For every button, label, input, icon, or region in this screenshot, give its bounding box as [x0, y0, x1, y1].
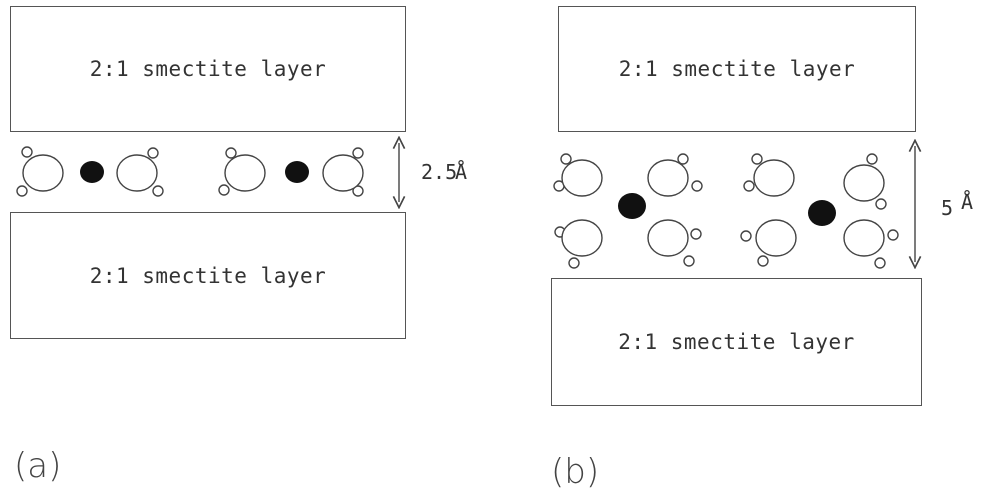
hydrogen-atom: [874, 257, 886, 269]
panel-a-top-smectite-layer: 2:1 smectite layer: [10, 6, 406, 132]
oxygen-atom: [224, 154, 266, 192]
panel-b-top-smectite-layer: 2:1 smectite layer: [558, 6, 916, 132]
hydrogen-atom: [352, 147, 364, 159]
hydrogen-atom: [568, 257, 580, 269]
oxygen-atom: [647, 159, 689, 197]
water-molecule: [116, 147, 164, 197]
hydrogen-atom: [866, 153, 878, 165]
oxygen-atom: [755, 219, 797, 257]
panel-b-bottom-smectite-layer: 2:1 smectite layer: [551, 278, 922, 406]
interlayer-cation: [285, 161, 309, 183]
panel-a-interlayer-molecules: [16, 146, 364, 197]
water-molecule: [843, 153, 887, 210]
hydrogen-atom: [21, 146, 33, 158]
panel-b-label: (b): [551, 452, 600, 492]
panel-a-bottom-smectite-layer: 2:1 smectite layer: [10, 212, 406, 339]
hydrogen-atom: [691, 180, 703, 192]
panel-b-spacing-value: 5: [941, 196, 954, 220]
interlayer-cation: [618, 193, 646, 219]
water-molecule: [647, 219, 702, 267]
oxygen-atom: [647, 219, 689, 257]
hydrogen-atom: [560, 153, 572, 165]
water-molecule: [843, 219, 899, 269]
hydrogen-atom: [743, 180, 755, 192]
interlayer-cation: [808, 200, 836, 226]
water-molecule: [740, 219, 797, 267]
oxygen-atom: [22, 154, 64, 192]
hydrogen-atom: [677, 153, 689, 165]
oxygen-atom: [561, 219, 603, 257]
hydrogen-atom: [147, 147, 159, 159]
hydrogen-atom: [757, 255, 769, 267]
hydrogen-atom: [152, 185, 164, 197]
water-molecule: [218, 147, 266, 196]
oxygen-atom: [753, 159, 795, 197]
oxygen-atom: [561, 159, 603, 197]
water-molecule: [647, 153, 703, 197]
panel-a-label: (a): [14, 446, 62, 486]
hydrogen-atom: [887, 229, 899, 241]
hydrogen-atom: [225, 147, 237, 159]
interlayer-cation: [80, 161, 104, 183]
hydrogen-atom: [690, 228, 702, 240]
hydrogen-atom: [683, 255, 695, 267]
oxygen-atom: [843, 219, 885, 257]
water-molecule: [743, 153, 795, 197]
hydrogen-atom: [740, 230, 752, 242]
hydrogen-atom: [554, 226, 566, 238]
water-molecule: [322, 147, 364, 197]
panel-b-interlayer-molecules: [553, 153, 899, 269]
hydrogen-atom: [16, 185, 28, 197]
oxygen-atom: [116, 154, 158, 192]
hydrogen-atom: [553, 180, 565, 192]
hydrogen-atom: [751, 153, 763, 165]
water-molecule: [553, 153, 603, 197]
hydrogen-atom: [875, 198, 887, 210]
hydrogen-atom: [352, 185, 364, 197]
hydrogen-atom: [218, 184, 230, 196]
water-molecule: [554, 219, 603, 269]
panel-a-spacing-value: 2.5: [421, 160, 458, 184]
water-molecule: [16, 146, 64, 197]
oxygen-atom: [843, 164, 885, 202]
panel-b-spacing-unit: Å: [961, 190, 974, 214]
oxygen-atom: [322, 154, 364, 192]
panel-a-spacing-unit: Å: [455, 160, 468, 184]
